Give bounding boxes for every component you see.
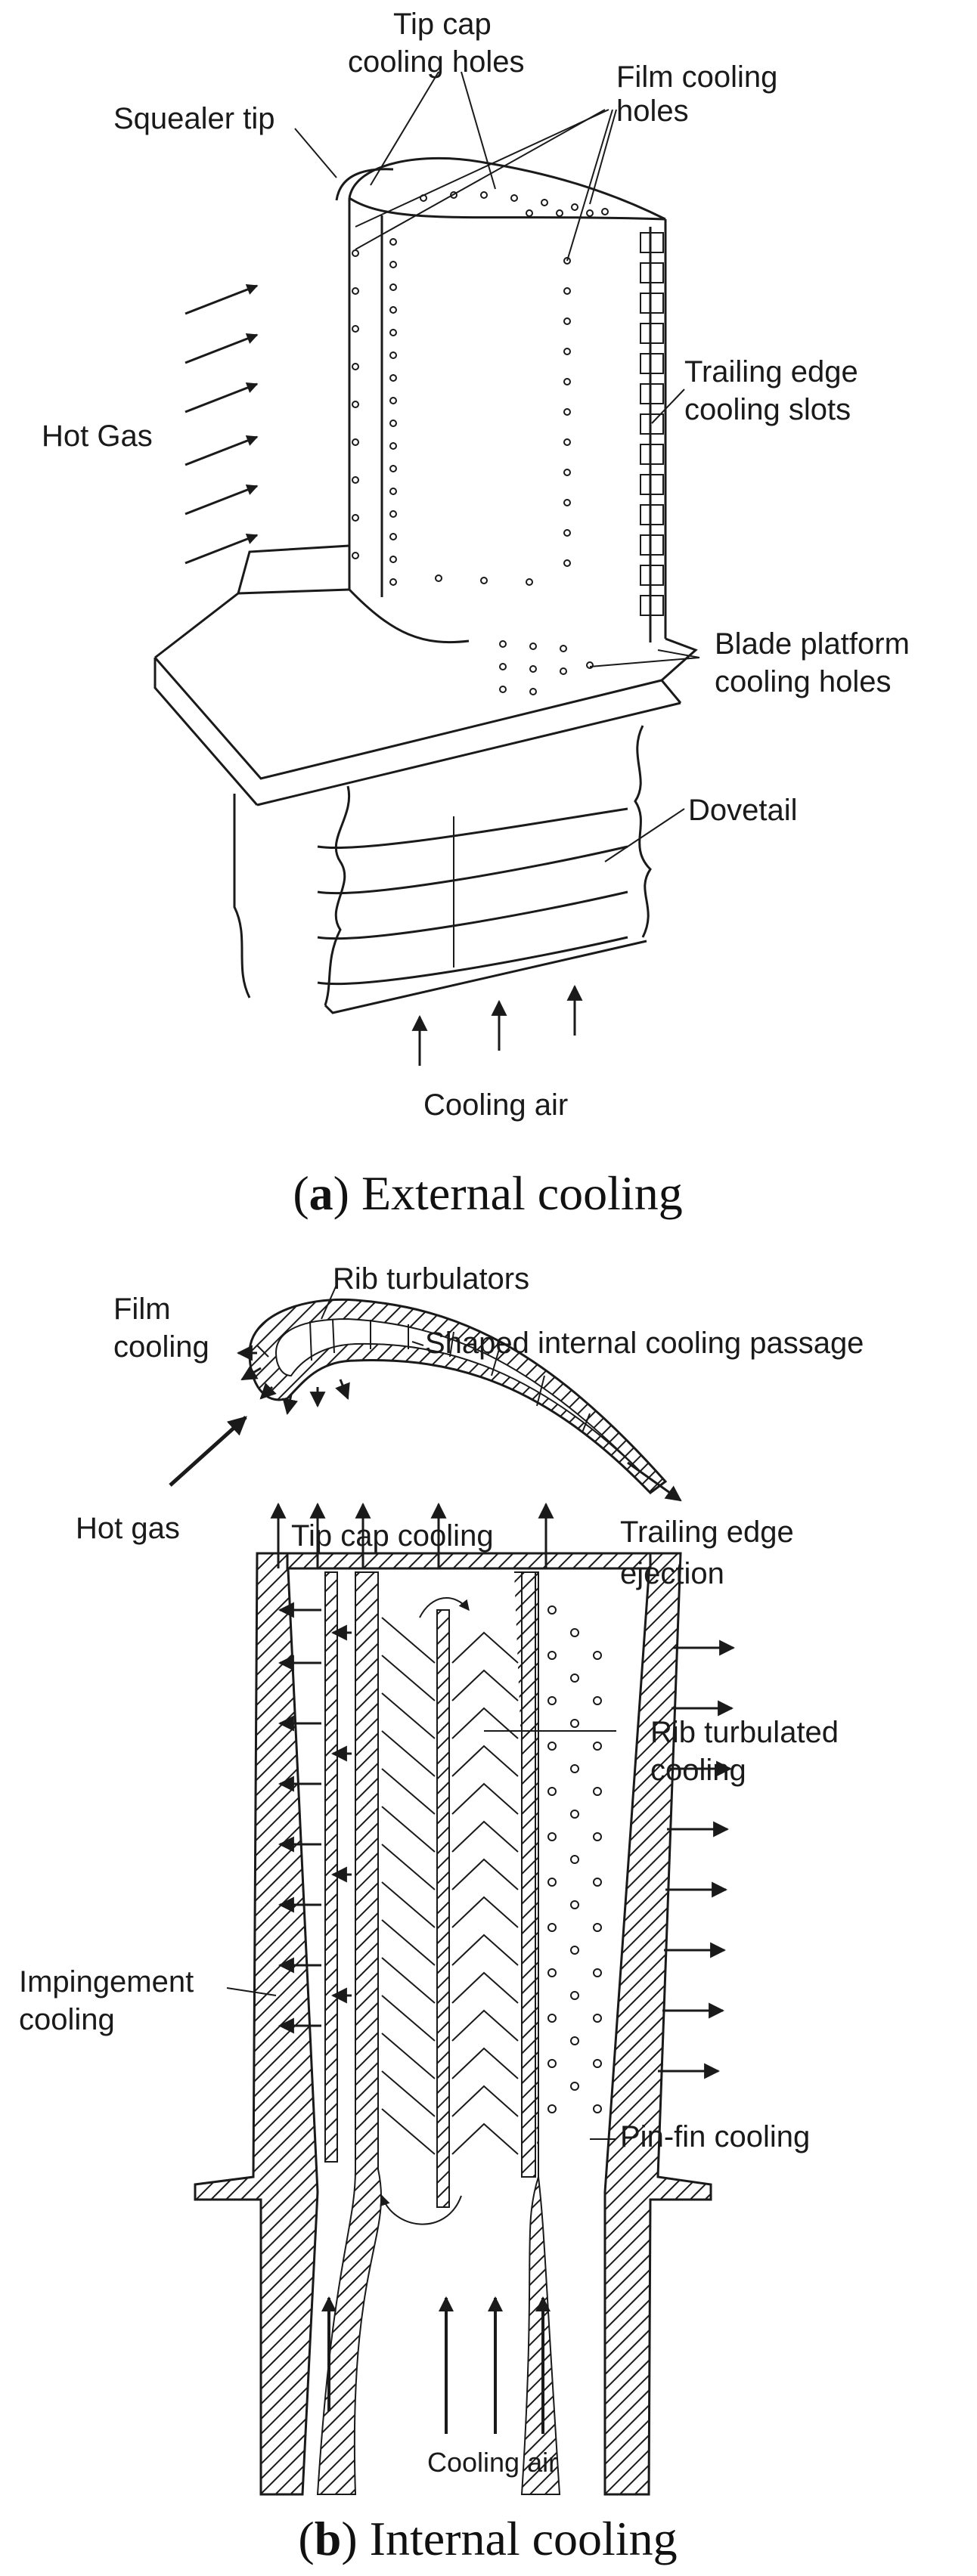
label-dovetail: Dovetail bbox=[688, 794, 798, 827]
label-pin-fin: Pin-fin cooling bbox=[620, 2120, 810, 2153]
pin-fins bbox=[547, 1605, 602, 2113]
cooling-air-arrows-a bbox=[411, 984, 583, 1066]
label-hot-gas-b: Hot gas bbox=[76, 1512, 180, 1545]
impingement-arrows bbox=[278, 1602, 352, 2034]
hot-gas-arrows bbox=[185, 283, 259, 565]
label-squealer-tip: Squealer tip bbox=[113, 102, 274, 135]
label-film-holes-2: holes bbox=[616, 94, 689, 128]
label-rib-turbulators: Rib turbulators bbox=[333, 1262, 529, 1296]
label-trailing-edge-2: cooling slots bbox=[684, 393, 851, 426]
label-film-2: cooling bbox=[113, 1330, 209, 1364]
trailing-edge-ejection-arrows bbox=[658, 1639, 736, 2079]
rib-turbulators-chevrons bbox=[381, 1617, 519, 2155]
label-film-1: Film bbox=[113, 1293, 171, 1326]
label-trailing-edge-ejection-1: Trailing edge bbox=[620, 1516, 794, 1549]
panel-a-external-cooling: Tip cap cooling holes Squealer tip Film … bbox=[42, 8, 910, 1220]
blade-longitudinal-section bbox=[194, 1552, 712, 2496]
label-impingement-2: cooling bbox=[19, 2003, 115, 2036]
airfoil-cross-section bbox=[236, 1298, 682, 1502]
label-film-holes-1: Film cooling bbox=[616, 60, 777, 94]
platform-cooling-holes bbox=[499, 640, 594, 695]
tip-cap-arrows bbox=[270, 1502, 554, 1568]
hot-gas-arrow-b bbox=[169, 1416, 247, 1487]
label-shaped-passage: Shaped internal cooling passage bbox=[425, 1327, 864, 1360]
caption-b: (b) Internal cooling bbox=[298, 2512, 677, 2565]
label-trailing-edge-ejection-2: ejection bbox=[620, 1557, 724, 1590]
leader-lines-a bbox=[294, 71, 700, 862]
label-cooling-air-b: Cooling air bbox=[427, 2447, 557, 2478]
label-rib-turbulated-2: cooling bbox=[650, 1754, 746, 1787]
label-platform-2: cooling holes bbox=[715, 665, 892, 698]
label-tip-cap-cooling: Tip cap cooling bbox=[291, 1519, 494, 1553]
label-rib-turbulated-1: Rib turbulated bbox=[650, 1716, 839, 1749]
label-cooling-air-a: Cooling air bbox=[423, 1088, 568, 1122]
film-cooling-holes bbox=[352, 191, 609, 586]
label-trailing-edge-1: Trailing edge bbox=[684, 355, 858, 389]
label-tip-cap-1: Tip cap bbox=[393, 8, 492, 41]
label-tip-cap-2: cooling holes bbox=[348, 45, 525, 79]
caption-a: (a) External cooling bbox=[293, 1166, 682, 1220]
leader-lines-b bbox=[226, 1284, 616, 2140]
label-impingement-1: Impingement bbox=[19, 1965, 194, 1999]
panel-b-internal-cooling: Film cooling Rib turbulators Shaped inte… bbox=[19, 1262, 864, 2565]
blade-platform bbox=[154, 544, 698, 807]
label-hot-gas-a: Hot Gas bbox=[42, 420, 153, 453]
blade-airfoil bbox=[335, 156, 667, 695]
trailing-edge-slots bbox=[640, 232, 664, 616]
cooling-air-arrows-b bbox=[321, 2296, 551, 2434]
label-platform-1: Blade platform bbox=[715, 627, 910, 661]
dovetail-root bbox=[233, 725, 652, 1014]
